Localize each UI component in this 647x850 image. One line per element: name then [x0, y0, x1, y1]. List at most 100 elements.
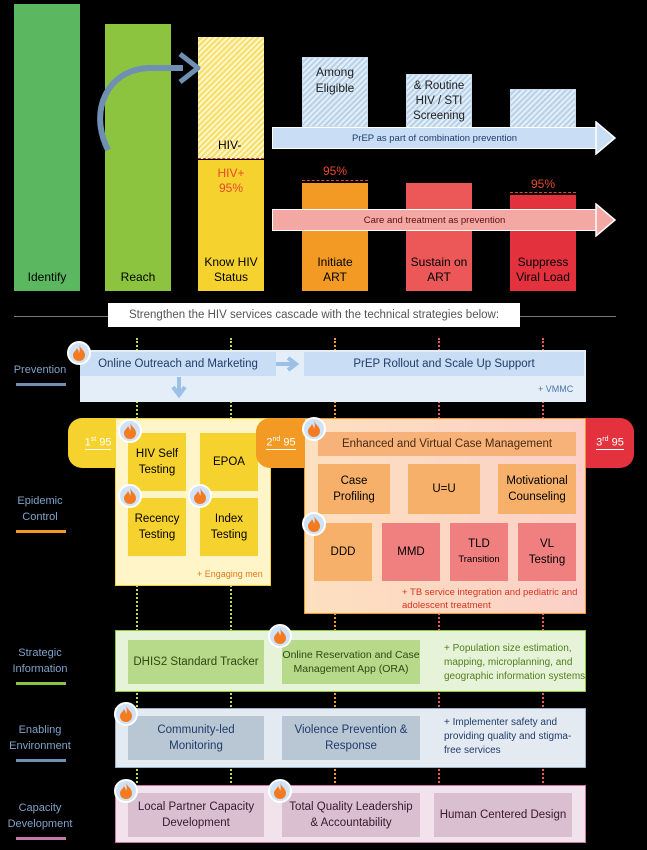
- row-label-capacity: Capacity Development: [7, 802, 73, 830]
- second-95-label: 2nd 95: [266, 436, 296, 450]
- flame-icon: [67, 341, 91, 365]
- among-eligible-box: Among Eligible: [302, 57, 368, 127]
- bar-label-sustain: Sustain on ART: [410, 255, 468, 284]
- suppress-pct: 95%: [530, 177, 556, 191]
- prep-rollout-box: PrEP Rollout and Scale Up Support: [304, 352, 584, 376]
- case-profiling-label: Case Profiling: [333, 475, 375, 503]
- third-95-pill: 3rd 95: [586, 418, 634, 468]
- implementer-label: + Implementer safety and providing quali…: [444, 717, 572, 756]
- bar-initiate-art: Initiate ART: [302, 183, 368, 291]
- flame-icon: [118, 419, 142, 443]
- population-label: + Population size estimation, mapping, m…: [444, 643, 586, 682]
- row-line-enabling: [16, 759, 66, 762]
- dhis2-label: DHIS2 Standard Tracker: [133, 656, 259, 668]
- bar-label-suppress: Suppress Viral Load: [516, 255, 570, 284]
- bar-know-status: HIV+ 95% Know HIV Status: [198, 160, 264, 291]
- epoa-box: EPOA: [200, 433, 258, 491]
- flame-icon: [302, 512, 326, 536]
- outreach-box: Online Outreach and Marketing: [80, 352, 276, 376]
- ora-label: Online Reservation and Case Management A…: [282, 649, 420, 675]
- mmd-box: MMD: [382, 523, 440, 581]
- recency-testing-label: Recency Testing: [134, 513, 180, 541]
- prep-arrow-label: PrEP as part of combination prevention: [351, 132, 518, 144]
- hcd-label: Human Centered Design: [439, 809, 567, 821]
- hiv-self-testing-label: HIV Self Testing: [135, 448, 179, 476]
- dash-line-know: [198, 158, 264, 159]
- uu-label: U=U: [432, 483, 456, 495]
- hcd-box: Human Centered Design: [434, 793, 572, 837]
- local-partner-box: Local Partner Capacity Development: [128, 793, 264, 837]
- guide-line-reach: [230, 338, 232, 838]
- dash-line-suppress: [510, 192, 576, 193]
- row-line-strategic: [16, 682, 66, 685]
- dhis2-box: DHIS2 Standard Tracker: [128, 640, 264, 684]
- recency-testing-box: Recency Testing: [128, 498, 186, 556]
- tld-label: TLD: [468, 538, 490, 550]
- bar-label-reach: Reach: [120, 270, 156, 284]
- third-95-label: 3rd 95: [596, 436, 624, 450]
- violence-label: Violence Prevention & Response: [294, 724, 408, 752]
- ora-box: Online Reservation and Case Management A…: [282, 640, 420, 684]
- row-label-epidemic: Epidemic Control: [17, 495, 63, 523]
- vl-testing-box: VL Testing: [518, 523, 576, 581]
- care-arrowhead-icon: [595, 203, 617, 237]
- bar-label-identify: Identify: [27, 270, 67, 284]
- strategies-banner: Strengthen the HIV services cascade with…: [108, 303, 520, 327]
- row-line-capacity: [16, 837, 66, 840]
- row-label-enabling: Enabling Environment: [9, 724, 71, 752]
- care-arrow: Care and treatment as prevention: [272, 209, 597, 231]
- dash-line-initiate: [302, 180, 368, 181]
- row-label-strategic: Strategic Information: [12, 647, 68, 675]
- tql-box: Total Quality Leadership & Accountabilit…: [282, 793, 420, 837]
- prevention-down-arrow-icon: [171, 377, 187, 399]
- tql-label: Total Quality Leadership & Accountabilit…: [289, 801, 413, 829]
- ddd-box: DDD: [314, 523, 372, 581]
- flame-icon: [302, 417, 326, 441]
- index-testing-box: Index Testing: [200, 498, 258, 556]
- second-95-pill: 2nd 95: [256, 418, 306, 468]
- outreach-label: Online Outreach and Marketing: [98, 358, 258, 370]
- case-management-box: Enhanced and Virtual Case Management: [318, 432, 576, 456]
- guide-line-know: [136, 338, 138, 838]
- flame-icon: [188, 484, 212, 508]
- flame-icon: [114, 779, 138, 803]
- motivational-counseling-box: Motivational Counseling: [498, 464, 576, 514]
- prep-arrow: PrEP as part of combination prevention: [272, 127, 597, 149]
- prevention-right-arrow-icon: [276, 356, 300, 372]
- banner-text: Strengthen the HIV services cascade with…: [128, 309, 500, 321]
- tld-sub-label: Transition: [458, 554, 500, 565]
- curved-arrow-icon: [97, 52, 201, 152]
- routine-screening-box: & Routine HIV / STI Screening: [406, 74, 472, 130]
- row-line-epidemic: [16, 530, 66, 533]
- bar-know-status-hiv-negative: [198, 37, 264, 159]
- tld-box: TLD Transition: [450, 523, 508, 581]
- prep-rollout-label: PrEP Rollout and Scale Up Support: [353, 358, 535, 370]
- index-testing-label: Index Testing: [210, 513, 248, 541]
- ddd-label: DDD: [330, 546, 356, 558]
- initiate-pct: 95%: [322, 164, 348, 178]
- violence-box: Violence Prevention & Response: [282, 716, 420, 760]
- flame-icon: [268, 779, 292, 803]
- bar-identify: Identify: [14, 4, 80, 291]
- motivational-counseling-label: Motivational Counseling: [506, 475, 568, 503]
- vmmc-label: + VMMC: [538, 384, 574, 394]
- tb-integration-label: + TB service integration and pediatric a…: [402, 587, 578, 611]
- engaging-men-label: + Engaging men: [197, 569, 263, 579]
- community-box: Community-led Monitoring: [128, 716, 264, 760]
- routine-screening-label: & Routine HIV / STI Screening: [413, 80, 465, 122]
- community-label: Community-led Monitoring: [157, 724, 235, 752]
- suppress-prep-box: [510, 89, 576, 129]
- vl-testing-label: VL Testing: [528, 538, 566, 566]
- care-arrow-label: Care and treatment as prevention: [363, 214, 506, 226]
- row-label-prevention: Prevention: [13, 364, 67, 376]
- hiv-positive-label: HIV+: [217, 166, 245, 180]
- among-eligible-label: Among Eligible: [315, 65, 355, 95]
- uu-box: U=U: [408, 464, 480, 514]
- case-management-label: Enhanced and Virtual Case Management: [341, 438, 553, 450]
- epoa-label: EPOA: [213, 456, 245, 468]
- prep-arrowhead-icon: [595, 121, 617, 155]
- row-line-prevention: [16, 383, 66, 386]
- hiv-positive-pct: 95%: [218, 181, 244, 195]
- first-95-label: 1st 95: [84, 436, 112, 450]
- case-profiling-box: Case Profiling: [318, 464, 390, 514]
